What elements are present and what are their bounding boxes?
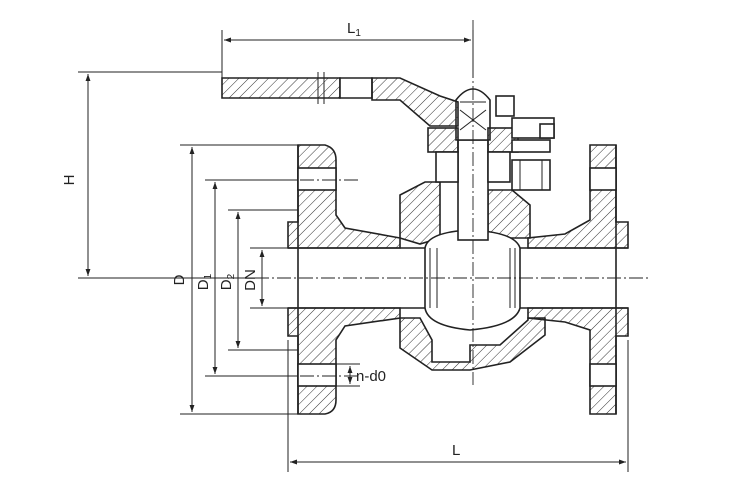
label-n-d0: n-d0 [356, 368, 386, 385]
bolt-hole-lower [297, 363, 337, 387]
bolt-hole-right-lower [589, 363, 617, 387]
valve-body [287, 144, 629, 415]
bolt-hole-upper [297, 167, 337, 191]
handle-lever [221, 77, 341, 99]
dimensions [78, 30, 629, 472]
label-L: L [452, 442, 460, 459]
bolt-hole-right-upper [589, 167, 617, 191]
dimension-labels: L1 H D D1 D2 DN n-d0 L [61, 20, 460, 459]
label-D: D [171, 274, 188, 285]
label-H: H [61, 175, 78, 186]
left-flange-upper [287, 144, 401, 249]
handle-arm [371, 77, 459, 127]
label-DN: DN [242, 269, 259, 291]
body-neck [399, 181, 441, 245]
body-neck-right [487, 189, 531, 239]
label-D1: D1 [195, 273, 214, 290]
handle [221, 72, 459, 127]
ball [424, 229, 521, 331]
label-L1: L1 [347, 20, 361, 39]
left-flange-lower [287, 307, 401, 415]
body-lower [399, 317, 546, 371]
label-D2: D2 [218, 273, 237, 290]
right-flange-lower [527, 307, 629, 415]
